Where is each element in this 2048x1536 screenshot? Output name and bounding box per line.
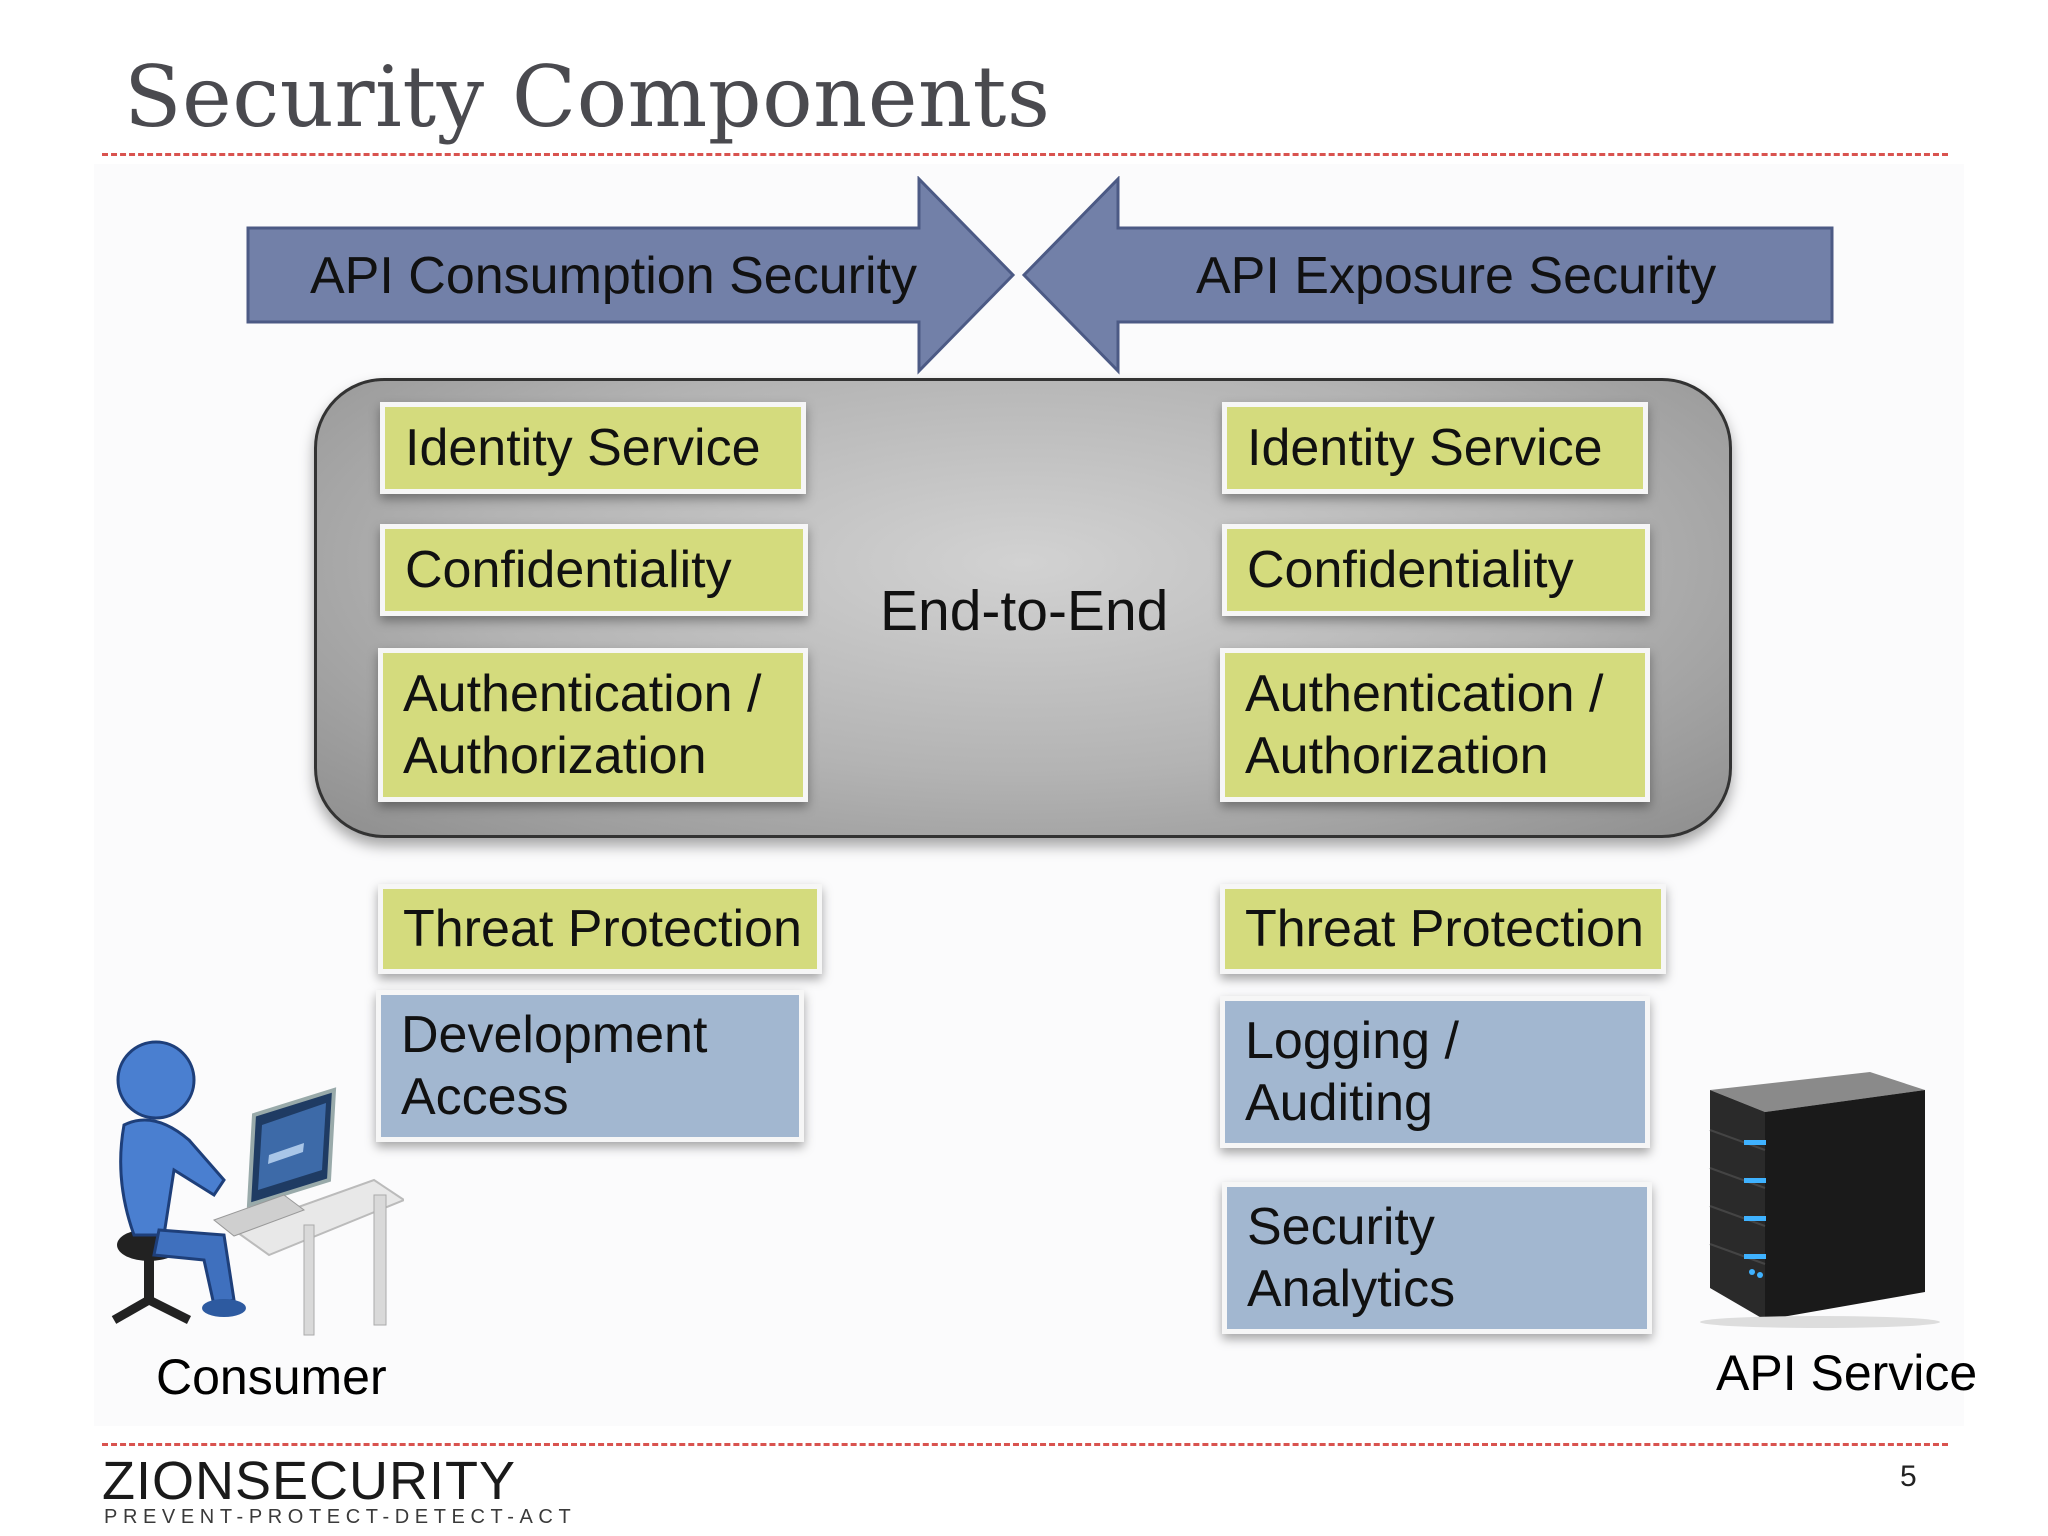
company-logo: ZIONSECURITY — [102, 1451, 517, 1511]
security-analytics-label: Security Analytics — [1247, 1198, 1456, 1318]
right-confidentiality-label: Confidentiality — [1247, 541, 1574, 599]
left-confidentiality-label: Confidentiality — [405, 541, 732, 599]
page-number: 5 — [1900, 1460, 1917, 1493]
server-tower-icon — [1700, 1072, 1940, 1328]
right-identity-service-label: Identity Service — [1247, 419, 1603, 477]
development-access-label: Development Access — [401, 1006, 708, 1126]
consumer-at-computer-icon — [111, 1040, 404, 1336]
right-threat-protection-label: Threat Protection — [1245, 900, 1644, 958]
right-identity-service-box: Identity Service — [1222, 402, 1648, 494]
right-authentication-box: Authentication / Authorization — [1220, 648, 1650, 802]
left-authentication-label: Authentication / Authorization — [403, 665, 762, 785]
end-to-end-label: End-to-End — [880, 579, 1169, 643]
right-confidentiality-box: Confidentiality — [1222, 524, 1650, 616]
consumer-label: Consumer — [156, 1349, 387, 1405]
title-divider — [102, 153, 1948, 156]
left-confidentiality-box: Confidentiality — [380, 524, 808, 616]
api-consumption-arrow — [246, 176, 1016, 375]
security-analytics-box: Security Analytics — [1222, 1182, 1652, 1334]
api-exposure-label: API Exposure Security — [1196, 247, 1717, 305]
left-identity-service-label: Identity Service — [405, 419, 761, 477]
slide-title: Security Components — [124, 48, 1051, 146]
security-arrows — [246, 176, 1834, 375]
left-identity-service-box: Identity Service — [380, 402, 806, 494]
footer-divider — [102, 1443, 1948, 1446]
left-authentication-box: Authentication / Authorization — [378, 648, 808, 802]
company-tagline: PREVENT-PROTECT-DETECT-ACT — [104, 1506, 577, 1528]
left-threat-protection-box: Threat Protection — [378, 884, 822, 974]
api-exposure-arrow — [1021, 176, 1834, 375]
development-access-box: Development Access — [376, 990, 804, 1142]
right-authentication-label: Authentication / Authorization — [1245, 665, 1604, 785]
api-service-label: API Service — [1716, 1345, 1978, 1401]
left-threat-protection-label: Threat Protection — [403, 900, 802, 958]
api-consumption-label: API Consumption Security — [310, 247, 917, 305]
logging-auditing-box: Logging / Auditing — [1220, 996, 1650, 1148]
logging-auditing-label: Logging / Auditing — [1245, 1012, 1459, 1132]
right-threat-protection-box: Threat Protection — [1220, 884, 1666, 974]
